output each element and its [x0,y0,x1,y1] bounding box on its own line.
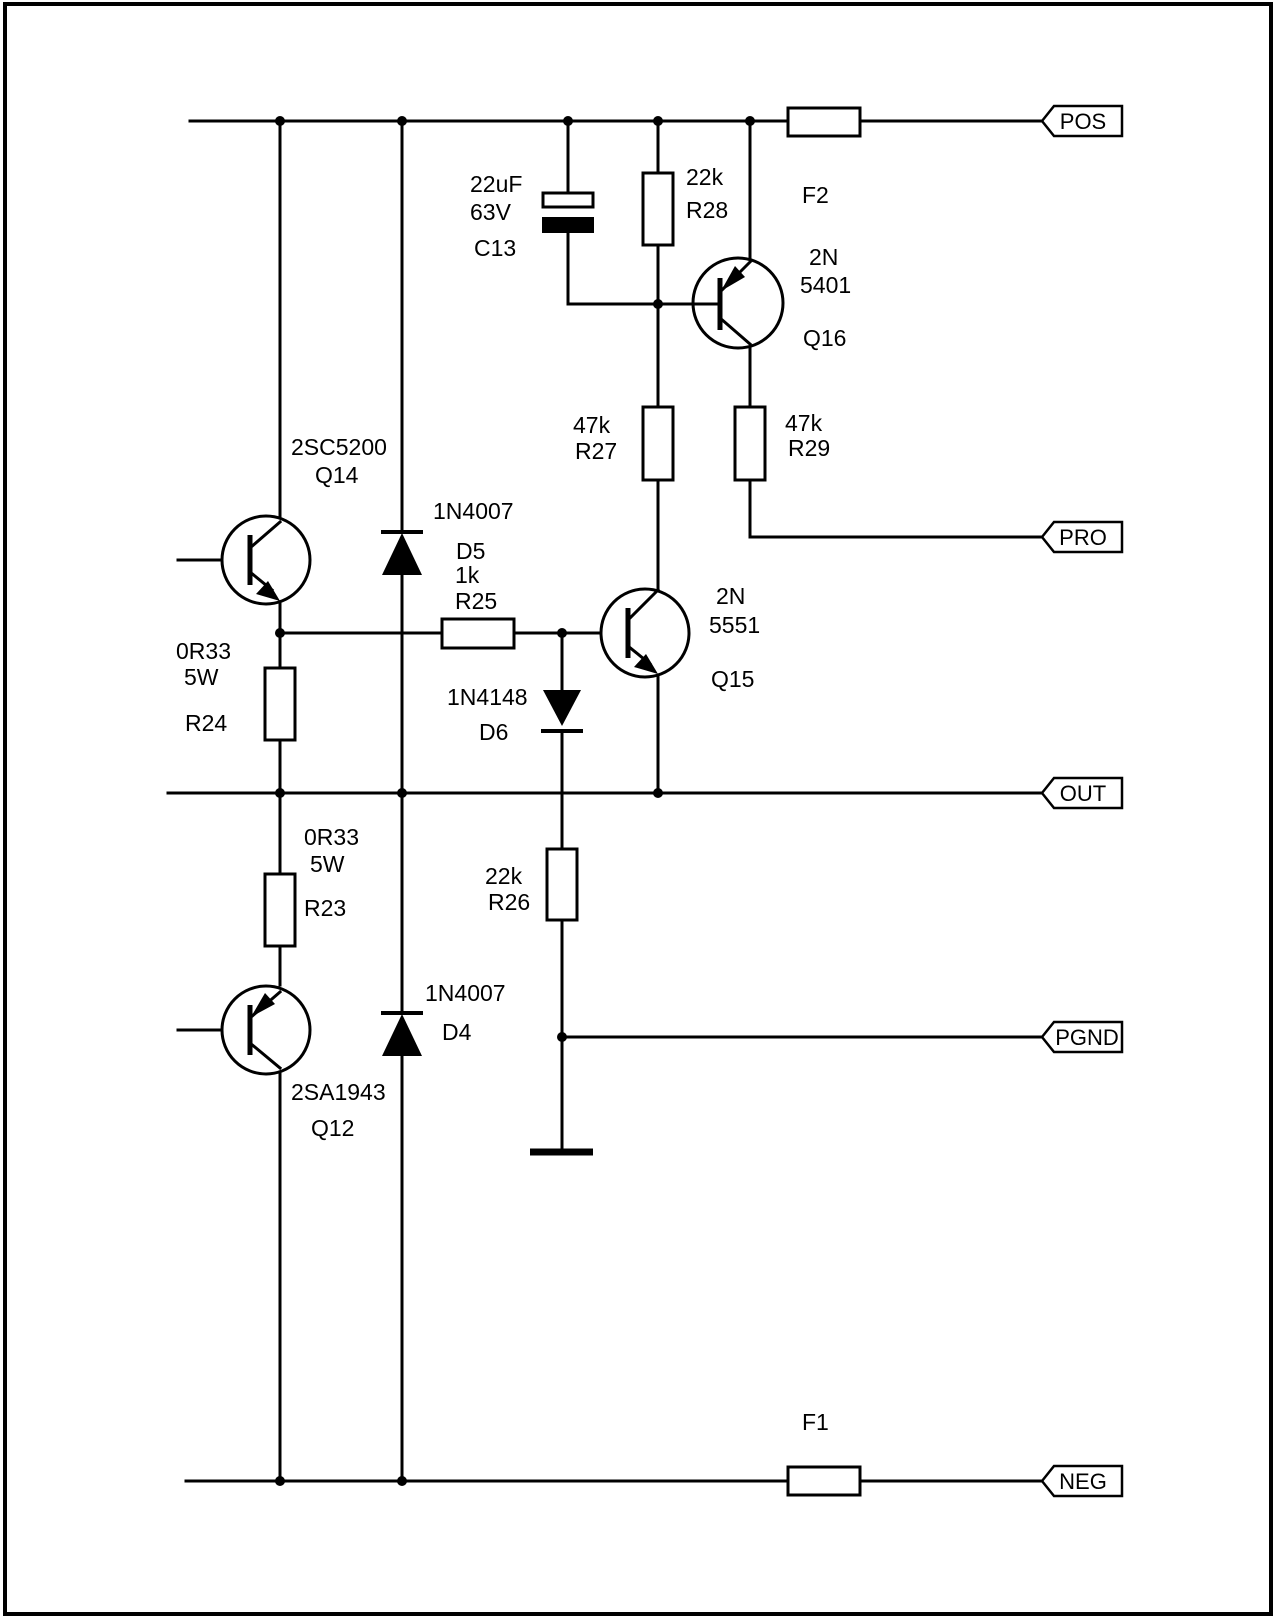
f2-ref: F2 [802,182,829,208]
r24-value: 0R33 [176,638,231,664]
port-pos: POS [1040,104,1124,138]
d5-part: 1N4007 [433,498,514,524]
r23-value: 0R33 [304,824,359,850]
q14-ref: Q14 [315,462,359,488]
port-pro: PRO [1040,520,1124,554]
diode-d4 [381,1011,423,1056]
q12-part: 2SA1943 [291,1079,386,1105]
d4-part: 1N4007 [425,980,506,1006]
r26-ref: R26 [488,889,530,915]
frame [3,2,1273,1616]
r24-power: 5W [184,664,219,690]
d6-part: 1N4148 [447,684,528,710]
r29-value: 47k [785,410,823,436]
port-neg: NEG [1040,1464,1124,1498]
capacitor-c13 [541,191,595,233]
r28-value: 22k [686,164,724,190]
r25-ref: R25 [455,588,497,614]
transistor-q12 [220,984,312,1076]
c13-voltage: 63V [470,199,512,225]
q15-ref: Q15 [711,666,754,692]
diode-d5 [381,530,423,575]
port-pgnd-label: PGND [1055,1025,1119,1050]
port-out-label: OUT [1060,781,1106,806]
r25-value: 1k [455,562,480,588]
d5-ref: D5 [456,538,485,564]
junctions [275,116,755,1486]
c13-value: 22uF [470,171,522,197]
resistor-r25 [440,617,516,650]
q15-part-b: 5551 [709,612,760,638]
r26-value: 22k [485,863,523,889]
transistor-q16 [656,256,785,350]
r29-ref: R29 [788,435,830,461]
q16-part-a: 2N [809,244,838,270]
port-out: OUT [1040,776,1124,810]
r23-power: 5W [310,851,345,877]
transistor-q15 [599,587,691,679]
q15-part-a: 2N [716,583,745,609]
r24-ref: R24 [185,710,227,736]
q14-part: 2SC5200 [291,434,387,460]
wires [166,119,1047,1483]
r28-ref: R28 [686,197,728,223]
d4-ref: D4 [442,1019,472,1045]
resistor-r28 [641,171,675,247]
q12-ref: Q12 [311,1115,354,1141]
port-pro-label: PRO [1059,525,1107,550]
transistor-q14 [220,514,312,606]
f1-ref: F1 [802,1409,829,1435]
resistor-r27 [641,405,675,482]
resistor-r23 [263,872,297,948]
port-pgnd: PGND [1040,1020,1124,1054]
q16-ref: Q16 [803,325,846,351]
port-neg-label: NEG [1059,1469,1107,1494]
diode-d6 [541,690,583,733]
resistor-r24 [263,666,297,742]
resistor-r29 [733,405,767,482]
c13-ref: C13 [474,235,516,261]
q16-part-b: 5401 [800,272,851,298]
r23-ref: R23 [304,895,346,921]
fuse-f2 [786,106,862,138]
d6-ref: D6 [479,719,508,745]
resistor-r26 [545,847,579,922]
fuse-f1 [786,1465,862,1497]
r27-ref: R27 [575,438,617,464]
port-pos-label: POS [1060,109,1106,134]
r27-value: 47k [573,412,611,438]
